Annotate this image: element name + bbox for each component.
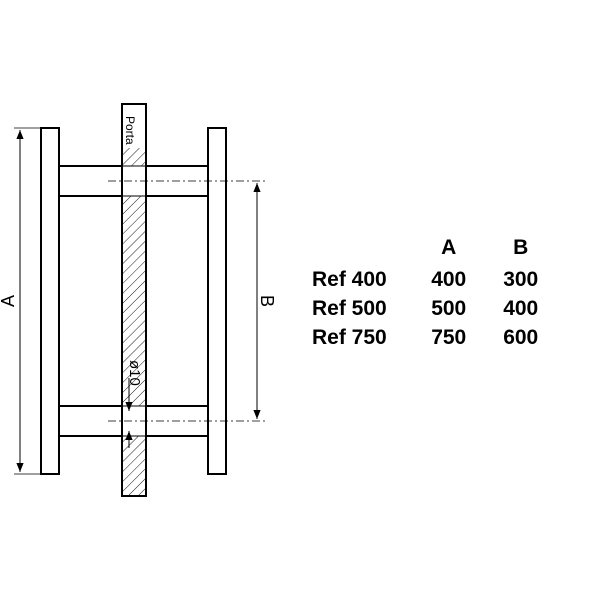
table-row: Ref 500 500 400 xyxy=(312,297,557,326)
table-row: Ref 400 400 300 xyxy=(312,268,557,297)
diameter-label: ø10 xyxy=(126,360,143,386)
center-lines xyxy=(108,180,266,422)
row-a-value: 750 xyxy=(431,326,467,349)
dimension-b-label: B xyxy=(257,295,277,307)
row-a-value: 500 xyxy=(431,297,467,320)
left-grip-bar xyxy=(40,127,60,475)
row-b-value: 400 xyxy=(503,297,539,320)
row-ref: Ref 400 xyxy=(312,268,387,291)
dimension-a xyxy=(14,127,41,475)
door-label: Porta xyxy=(123,116,137,145)
row-ref: Ref 500 xyxy=(312,297,387,320)
row-a-value: 400 xyxy=(431,268,467,291)
dimension-table: A B Ref 400 400 300 Ref 500 500 400 Ref … xyxy=(312,236,557,355)
dimension-a-label: A xyxy=(0,295,18,307)
row-b-value: 300 xyxy=(503,268,539,291)
door-section xyxy=(121,103,147,497)
table-row: Ref 750 750 600 xyxy=(312,326,557,355)
table-header-b: B xyxy=(513,236,529,259)
row-ref: Ref 750 xyxy=(312,326,387,349)
table-header-row: A B xyxy=(312,236,557,268)
top-standoff xyxy=(59,165,208,197)
bottom-standoff xyxy=(59,405,208,437)
right-grip-bar xyxy=(207,127,227,475)
table-header-ref xyxy=(312,236,413,268)
row-b-value: 600 xyxy=(503,326,539,349)
table-header-a: A xyxy=(441,236,457,259)
